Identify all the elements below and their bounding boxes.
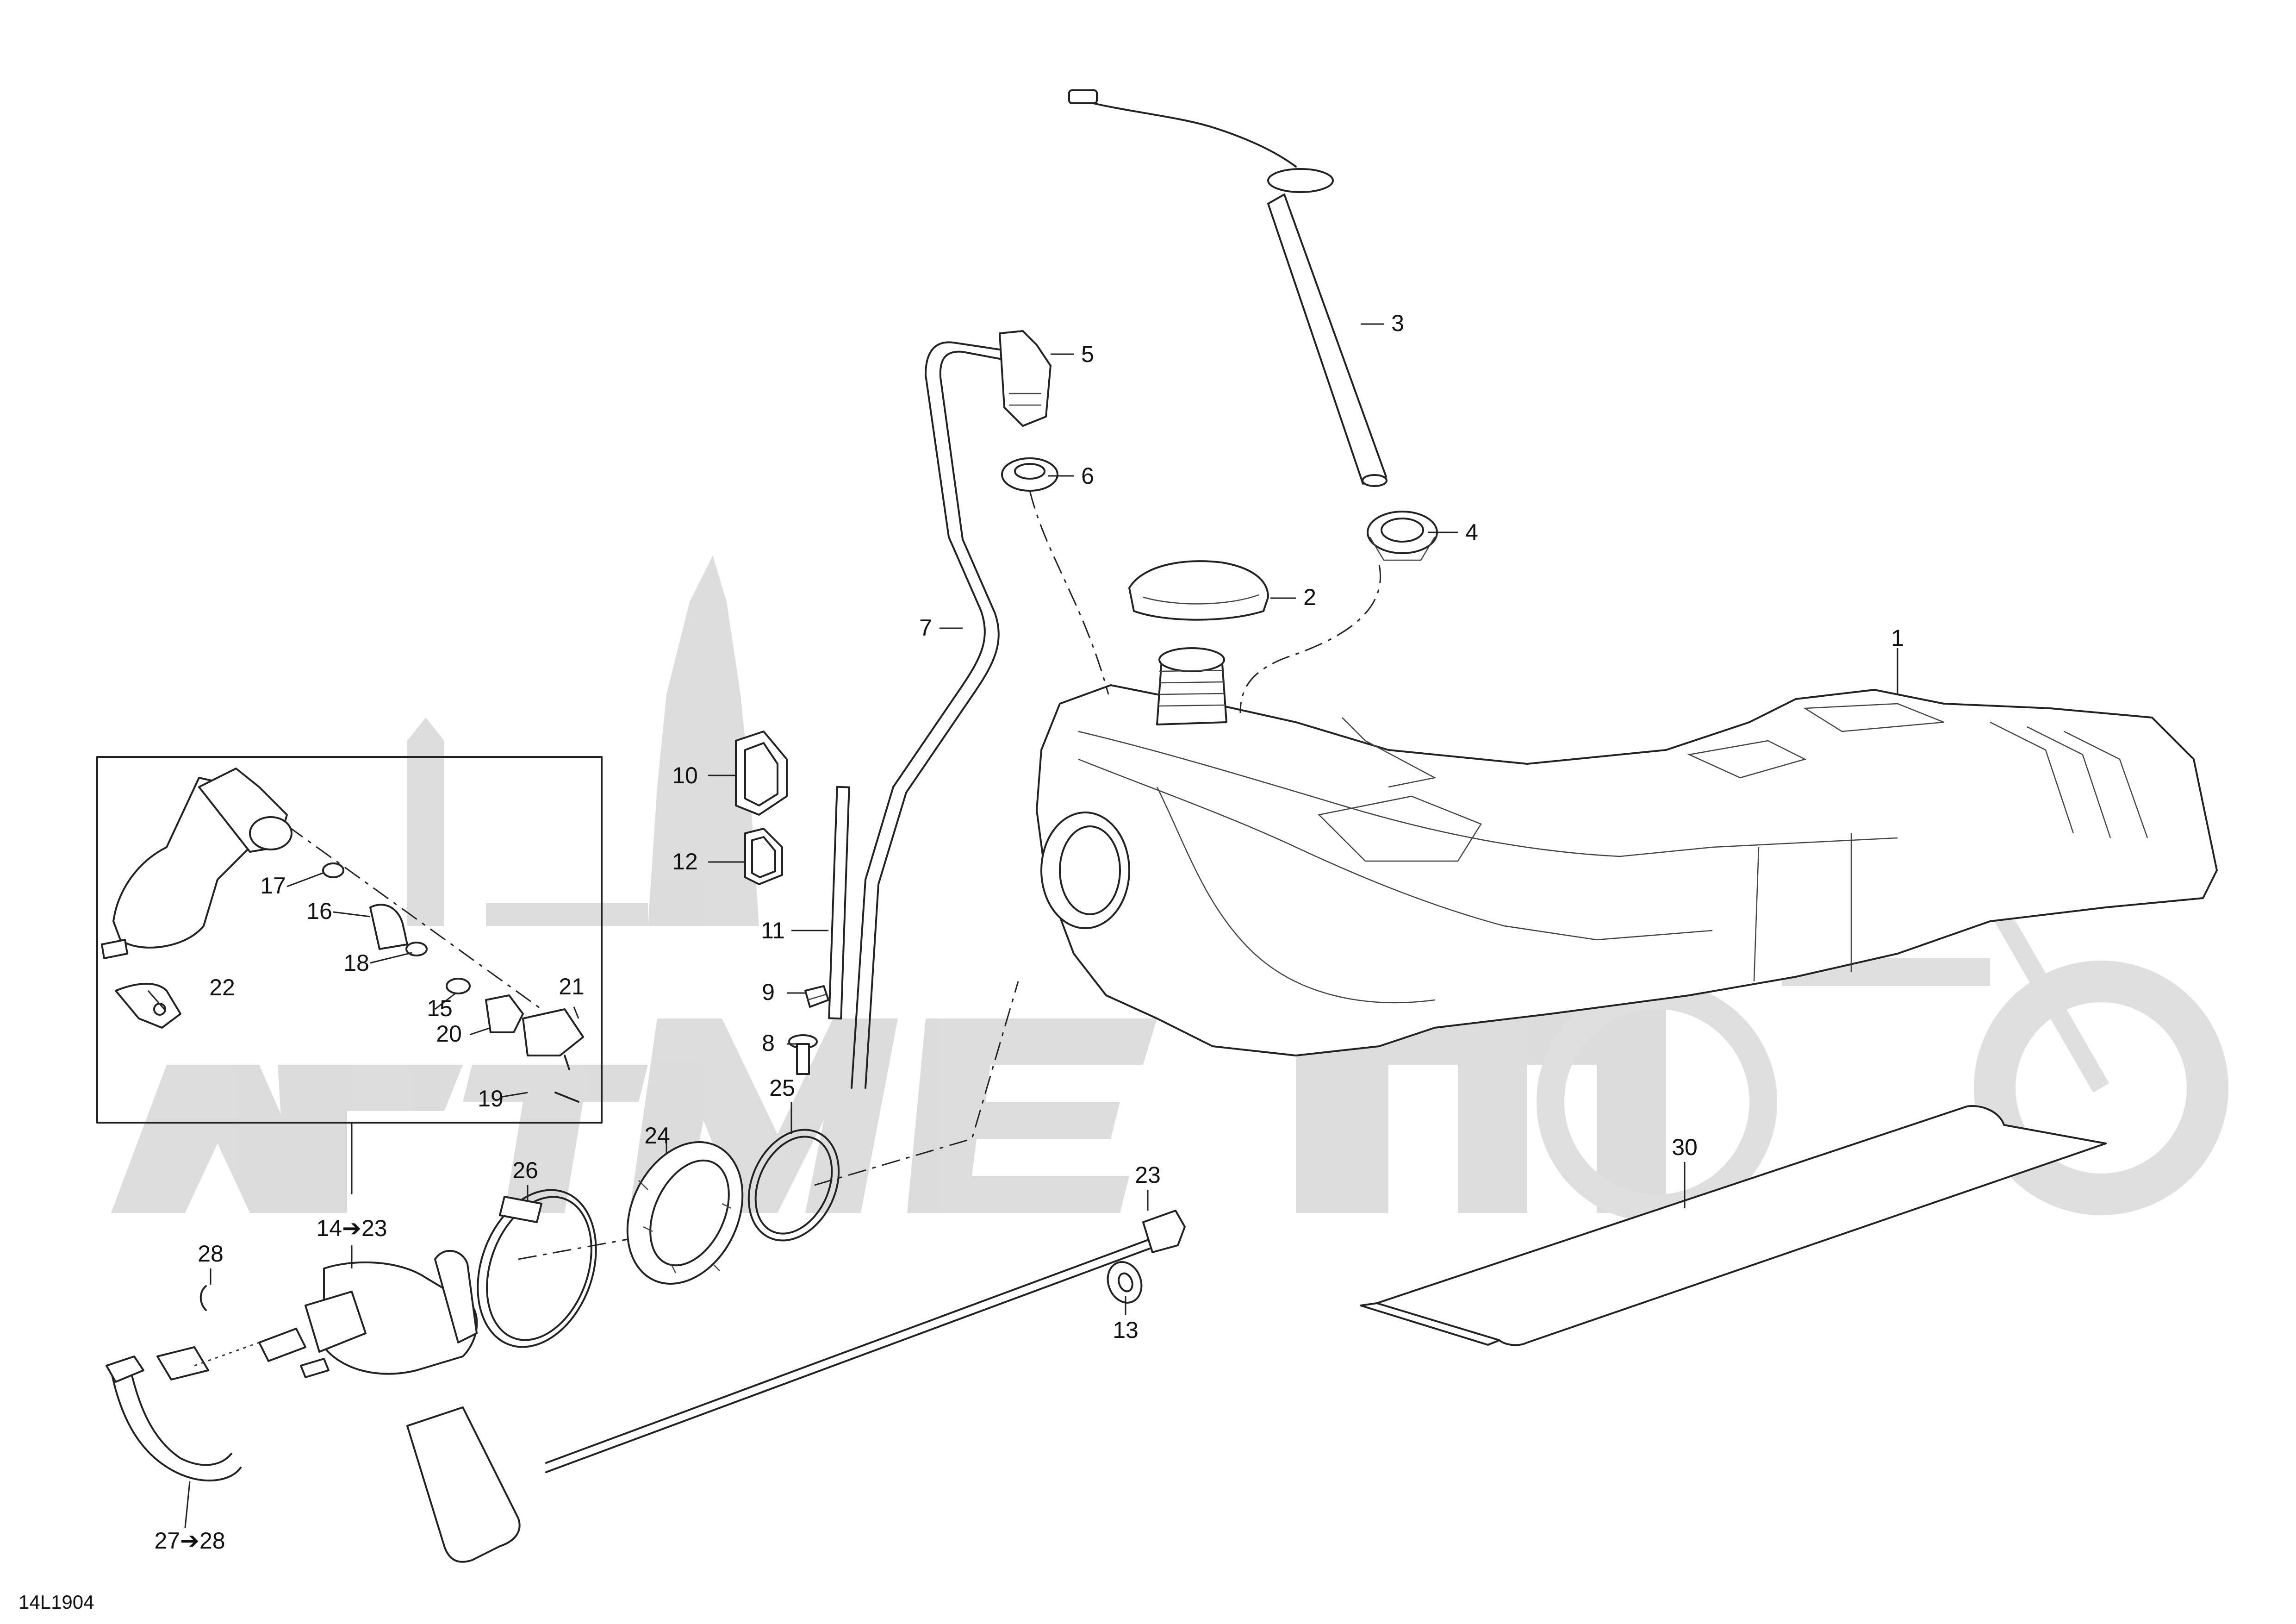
callout-18: 18 (343, 950, 369, 976)
callout-14-23: 14➔23 (316, 1215, 387, 1241)
callout-6: 6 (1081, 463, 1094, 489)
callout-8: 8 (762, 1030, 775, 1056)
clip (804, 985, 829, 1008)
callout-4: 4 (1465, 519, 1478, 545)
callout-24: 24 (644, 1123, 670, 1149)
tank-pad (1360, 1105, 2107, 1346)
valve-grommet (1001, 457, 1058, 492)
callout-5: 5 (1081, 341, 1094, 367)
vent-hose (851, 341, 1001, 1089)
foam-strip (828, 786, 850, 1020)
callout-22: 22 (209, 974, 235, 1000)
fuel-pump-assembly (258, 1210, 1186, 1563)
callout-25: 25 (769, 1075, 795, 1101)
callout-3: 3 (1391, 310, 1404, 336)
drain-plug (788, 1034, 818, 1075)
callout-23-rod: 23 (1135, 1162, 1161, 1188)
callout-12: 12 (672, 849, 698, 874)
filler-cap (1128, 560, 1269, 621)
callout-26: 26 (512, 1157, 538, 1183)
vent-valve (999, 330, 1052, 427)
filler-neck (1156, 647, 1227, 725)
leader-lines (147, 323, 1898, 1528)
hose-clamp (477, 1189, 597, 1348)
callout-10: 10 (672, 762, 698, 788)
gasket-small (744, 828, 783, 885)
subassembly-box (96, 756, 603, 1124)
callout-16: 16 (306, 898, 332, 924)
gasket-large (735, 731, 788, 816)
callout-labels: 1 2 3 4 5 6 7 8 9 10 11 12 13 14➔23 15 1… (154, 310, 1904, 1554)
callout-11: 11 (761, 918, 785, 943)
callout-27-28: 27➔28 (154, 1528, 225, 1554)
sender-grommet (1367, 511, 1438, 561)
callout-30: 30 (1672, 1134, 1698, 1160)
pump-o-ring (747, 1129, 840, 1242)
callout-17: 17 (260, 873, 286, 899)
callout-9: 9 (762, 979, 775, 1005)
callout-19: 19 (478, 1086, 504, 1112)
washer (1107, 1261, 1143, 1304)
fuel-tank (1036, 684, 2218, 1056)
diagram-code: 14L1904 (19, 1591, 94, 1613)
callout-28: 28 (198, 1241, 224, 1267)
callout-7: 7 (919, 615, 932, 641)
callout-2: 2 (1303, 584, 1316, 610)
assembly-lines (259, 490, 1381, 1260)
retaining-clip (199, 1285, 207, 1311)
fuel-level-sender (1068, 89, 1388, 487)
callout-20: 20 (436, 1021, 462, 1047)
callout-13: 13 (1113, 1317, 1139, 1343)
callout-15: 15 (427, 995, 453, 1021)
callout-21: 21 (559, 974, 585, 999)
outlet-hose (106, 1342, 260, 1482)
pump-lock-ring (626, 1141, 744, 1285)
callout-1: 1 (1891, 625, 1904, 651)
